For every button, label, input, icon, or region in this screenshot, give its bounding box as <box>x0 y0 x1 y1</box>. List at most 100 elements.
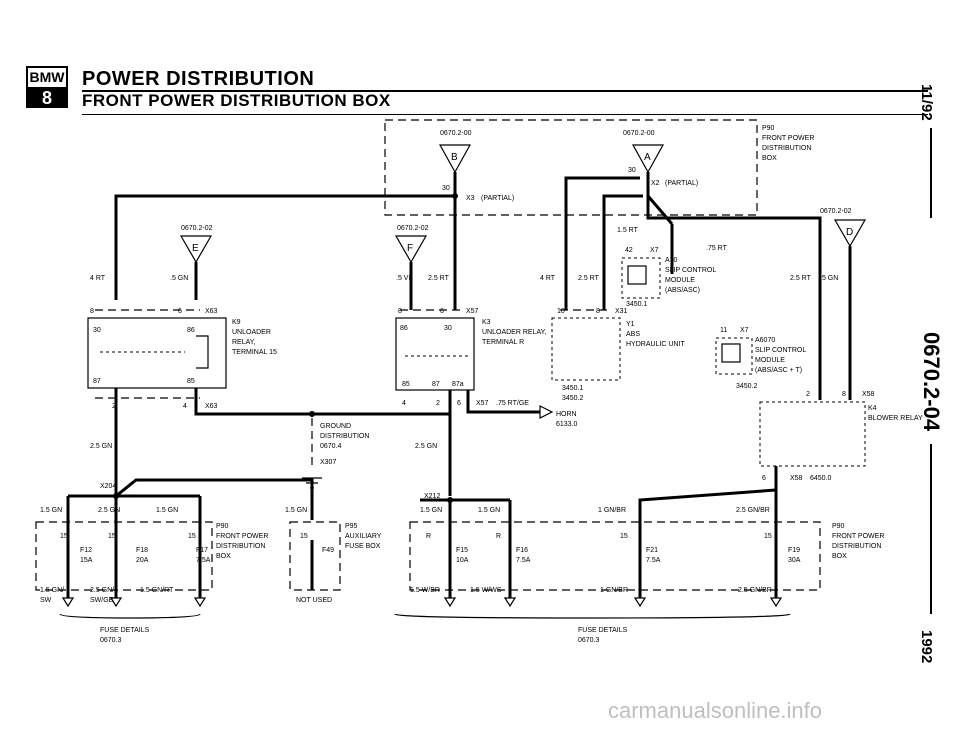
a70-box <box>621 257 661 299</box>
k9-relay-box <box>87 317 227 389</box>
fuse-f49: F49 <box>322 547 334 554</box>
diagram-label: F21 <box>646 547 658 554</box>
diagram-label: X63 <box>205 308 218 315</box>
wire <box>66 478 512 540</box>
p95-fuse-box <box>289 521 341 591</box>
diagram-label: UNLOADER RELAY, <box>482 329 546 336</box>
p90-right-fuse-box <box>409 521 821 591</box>
diagram-label: GROUND <box>320 423 351 430</box>
diagram-label: BOX <box>762 155 777 162</box>
diagram-label: A70 <box>665 257 678 264</box>
diagram-label: 15 <box>300 533 308 540</box>
diagram-label: 8 <box>398 308 402 315</box>
diagram-label: 2.5 GN <box>90 443 112 450</box>
diagram-label: 0670.3 <box>578 637 600 644</box>
diagram-label: 6 <box>762 475 766 482</box>
diagram-label: 2.5 GN/ <box>90 587 114 594</box>
page-header: BMW 8 POWER DISTRIBUTION FRONT POWER DIS… <box>0 0 960 120</box>
diagram-label: DISTRIBUTION <box>762 145 811 152</box>
diagram-label: F19 <box>788 547 800 554</box>
diagram-label: 10 <box>557 308 565 315</box>
diagram-label: 1.5 RT <box>617 227 639 234</box>
diagram-label: X57 <box>476 400 489 407</box>
diagram-label: SW <box>40 597 52 604</box>
diagram-label: 2.5 RT <box>790 275 812 282</box>
diagram-label: 3450.1 <box>626 301 648 308</box>
out-label-5: 1.5 W/WS <box>470 587 502 594</box>
diagram-label: K4 <box>868 405 877 412</box>
diagram-label: 1 GN/BR <box>598 507 626 514</box>
pin-label: 30 <box>628 167 636 174</box>
diagram-label: X63 <box>205 403 218 410</box>
diagram-label: X31 <box>615 308 628 315</box>
diagram-label: MODULE <box>665 277 695 284</box>
diagram-label: 10A <box>456 557 469 564</box>
diagram-label: TERMINAL 15 <box>232 349 277 356</box>
diagram-label: X204 <box>100 483 116 490</box>
connector-a: 0670.2-00 A <box>623 130 665 174</box>
connector-b: 0670.2-00 B <box>438 130 472 174</box>
diagram-label: FRONT POWER <box>832 533 884 540</box>
diagram-label: Y1 <box>626 321 635 328</box>
diagram-label: 3450.2 <box>562 395 584 402</box>
x2-label: X2 <box>651 180 660 187</box>
diagram-label: 6133.0 <box>556 421 578 428</box>
x3-label: X3 <box>466 195 475 202</box>
out-label-6: 1 GN/BR <box>600 587 628 594</box>
fuse-f17: F17 7.5A <box>196 547 211 564</box>
diagram-label: 86 <box>400 325 408 332</box>
diagram-label: X58 <box>790 475 803 482</box>
connector-letter: D <box>846 227 853 238</box>
diagram-label: X7 <box>650 247 659 254</box>
diagram-label: 2.5 GN <box>98 507 120 514</box>
diagram-label: F17 <box>196 547 208 554</box>
bmw-8-logo: BMW 8 <box>26 66 68 108</box>
diagram-label: (ABS/ASC + T) <box>755 367 802 374</box>
splice <box>309 411 315 417</box>
diagram-label: 7.5A <box>646 557 661 564</box>
diagram-label: K3 <box>482 319 491 326</box>
out-label-7: 2.5 GN/BR <box>738 587 772 594</box>
diagram-label: A6070 <box>755 337 775 344</box>
diagram-label: R <box>426 533 431 540</box>
diagram-label: 87a <box>452 381 464 388</box>
horn-label: HORN 6133.0 <box>556 411 578 428</box>
diagram-label: F18 <box>136 547 148 554</box>
diagram-label: 15A <box>80 557 93 564</box>
diagram-label: 8 <box>842 391 846 398</box>
diagram-label: 6 <box>178 308 182 315</box>
diagram-label: X57 <box>466 308 479 315</box>
ref-label: 0670.2-02 <box>820 208 852 215</box>
diagram-label: HORN <box>556 411 577 418</box>
diagram-line <box>438 144 472 174</box>
diagram-label: .5 GN <box>820 275 838 282</box>
diagram-label: 8 <box>596 308 600 315</box>
fuse-details-bracket <box>394 613 791 619</box>
diagram-label: F12 <box>80 547 92 554</box>
module-icon <box>627 265 647 285</box>
diagram-label: FUSE DETAILS <box>100 627 150 634</box>
diagram-label: 2 <box>112 403 116 410</box>
diagram-label: 7.5A <box>196 557 211 564</box>
diagram-label: 4 <box>402 400 406 407</box>
diagram-label: UNLOADER <box>232 329 271 336</box>
ref-label: 0670.2-00 <box>623 130 655 137</box>
side-rule <box>930 444 932 614</box>
diagram-label: SLIP CONTROL <box>755 347 806 354</box>
x2-partial: (PARTIAL) <box>665 180 698 187</box>
connector-letter: A <box>644 152 651 163</box>
year-code: 1992 <box>918 630 935 664</box>
connector-letter: B <box>451 152 458 163</box>
fuse-details-bracket <box>59 613 201 619</box>
